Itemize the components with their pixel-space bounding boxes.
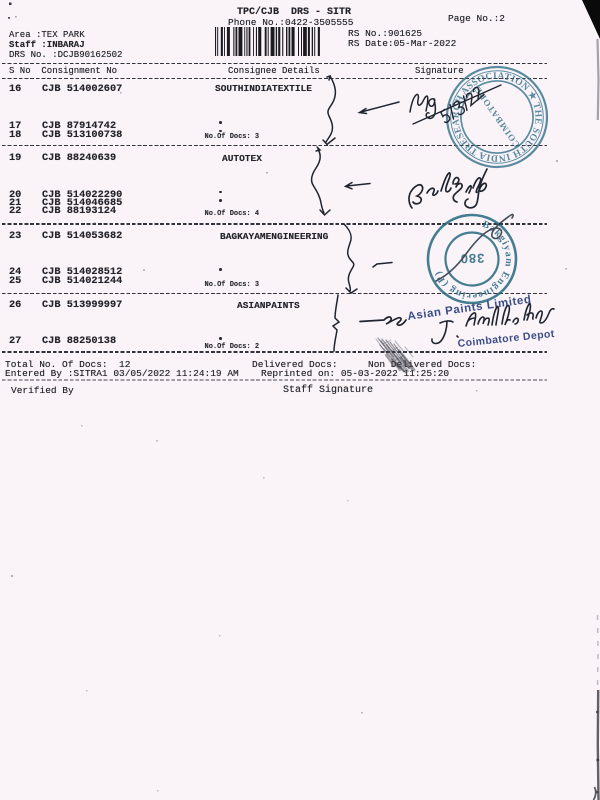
svg-text:RESEARCH ASSOCIATION ★ THE SOU: RESEARCH ASSOCIATION ★ THE SOUTH INDIA T… xyxy=(90,3,562,540)
svg-text:Coimbatore Depot: Coimbatore Depot xyxy=(457,328,555,350)
